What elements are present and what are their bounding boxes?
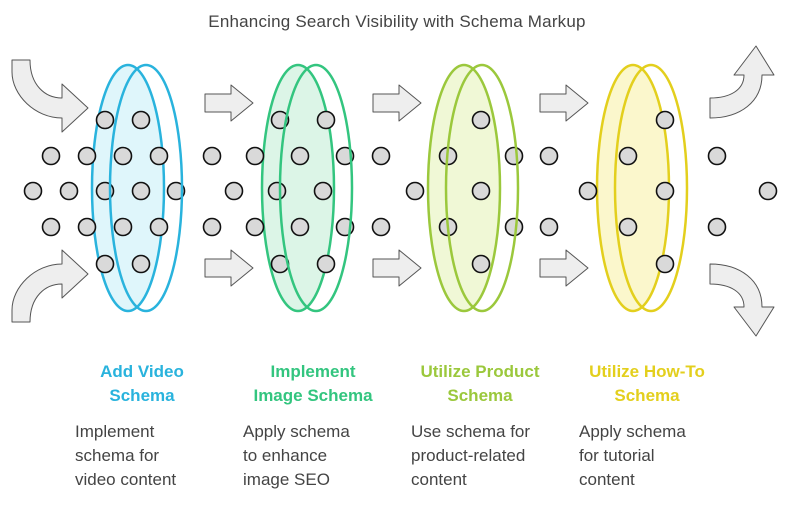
particle-dot — [77, 146, 97, 166]
step-desc-line: image SEO — [243, 470, 330, 489]
step-desc-video: Implement schema for video content — [75, 420, 225, 492]
right-arrow-icon — [204, 84, 254, 122]
particle-dot — [131, 181, 151, 201]
step-desc-image: Apply schema to enhance image SEO — [243, 420, 393, 492]
step-desc-howto: Apply schema for tutorial content — [579, 420, 729, 492]
step-title-line: Schema — [109, 386, 175, 405]
step-title-line: Schema — [447, 386, 513, 405]
particle-dot — [471, 254, 491, 274]
particle-dot — [707, 146, 727, 166]
particle-dot — [504, 217, 524, 237]
step-title-howto: Utilize How-To Schema — [562, 360, 732, 408]
step-desc-line: video content — [75, 470, 177, 489]
ring-front — [278, 63, 354, 313]
right-arrow-icon — [539, 84, 589, 122]
particle-dot — [113, 217, 133, 237]
arrows-layer — [11, 45, 775, 337]
step-title-line: Implement — [270, 362, 356, 381]
particle-dot — [224, 181, 244, 201]
particle-dot — [539, 146, 559, 166]
dots-layer — [23, 110, 778, 274]
particle-dot — [95, 110, 115, 130]
particle-dot — [41, 217, 61, 237]
particle-dot — [290, 217, 310, 237]
step-desc-line: product-related — [411, 446, 526, 465]
step-desc-product: Use schema for product-related content — [411, 420, 561, 492]
particle-dot — [290, 146, 310, 166]
particle-dot — [95, 254, 115, 274]
right-arrow-icon — [372, 249, 422, 287]
particle-dot — [149, 146, 169, 166]
step-title-line: Image Schema — [253, 386, 373, 405]
particle-dot — [313, 181, 333, 201]
curved-arrow-out-top-icon — [709, 45, 775, 119]
particle-dot — [41, 146, 61, 166]
ring-front — [108, 63, 184, 313]
step-desc-line: content — [579, 470, 635, 489]
particle-dot — [202, 146, 222, 166]
step-title-video: Add Video Schema — [57, 360, 227, 408]
diagram-title: Enhancing Search Visibility with Schema … — [208, 12, 586, 31]
ring-front — [613, 63, 689, 313]
step-desc-line: to enhance — [243, 446, 328, 465]
step-desc-line: content — [411, 470, 467, 489]
particle-dot — [113, 146, 133, 166]
particle-dot — [655, 181, 675, 201]
step-title-image: Implement Image Schema — [228, 360, 398, 408]
step-title-line: Add Video — [100, 362, 184, 381]
particle-dot — [405, 181, 425, 201]
particle-dot — [23, 181, 43, 201]
particle-dot — [316, 254, 336, 274]
particle-dot — [77, 217, 97, 237]
particle-dot — [245, 146, 265, 166]
particle-dot — [618, 217, 638, 237]
right-arrow-icon — [204, 249, 254, 287]
particle-dot — [166, 181, 186, 201]
particle-dot — [471, 181, 491, 201]
particle-dot — [267, 181, 287, 201]
particle-dot — [131, 254, 151, 274]
step-title-product: Utilize Product Schema — [395, 360, 565, 408]
step-title-line: Schema — [614, 386, 680, 405]
particle-dot — [655, 110, 675, 130]
step-desc-line: Apply schema — [243, 422, 350, 441]
ring-front-layer — [108, 63, 689, 313]
step-title-line: Utilize Product — [420, 362, 540, 381]
curved-arrow-in-bottom-icon — [11, 249, 89, 323]
step-desc-line: schema for — [75, 446, 160, 465]
particle-dot — [578, 181, 598, 201]
particle-dot — [707, 217, 727, 237]
step-title-line: Utilize How-To — [589, 362, 705, 381]
curved-arrow-in-top-icon — [11, 59, 89, 133]
particle-dot — [504, 146, 524, 166]
particle-dot — [471, 110, 491, 130]
right-arrow-icon — [539, 249, 589, 287]
particle-dot — [149, 217, 169, 237]
particle-dot — [316, 110, 336, 130]
step-desc-line: for tutorial — [579, 446, 655, 465]
step-desc-line: Apply schema — [579, 422, 686, 441]
particle-dot — [371, 146, 391, 166]
particle-dot — [758, 181, 778, 201]
particle-dot — [371, 217, 391, 237]
particle-dot — [539, 217, 559, 237]
step-desc-line: Use schema for — [411, 422, 531, 441]
ring-front — [444, 63, 520, 313]
particle-dot — [59, 181, 79, 201]
particle-dot — [618, 146, 638, 166]
particle-dot — [335, 146, 355, 166]
particle-dot — [245, 217, 265, 237]
particle-dot — [655, 254, 675, 274]
step-desc-line: Implement — [75, 422, 155, 441]
curved-arrow-out-bottom-icon — [709, 263, 775, 337]
particle-dot — [131, 110, 151, 130]
right-arrow-icon — [372, 84, 422, 122]
particle-dot — [202, 217, 222, 237]
